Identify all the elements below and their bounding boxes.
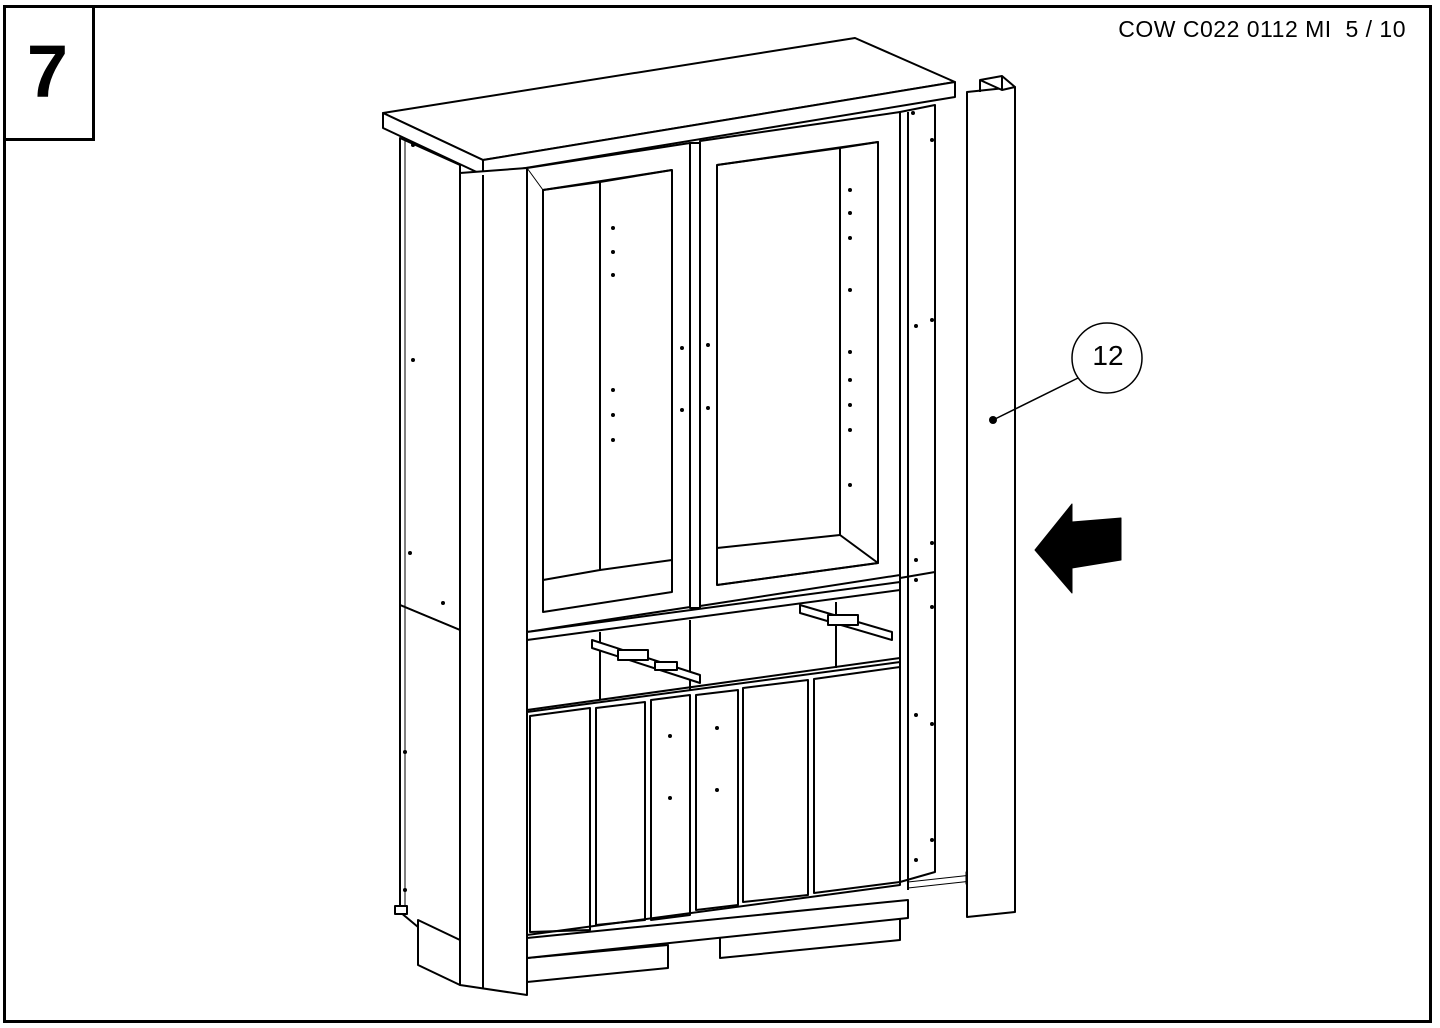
left-side-panel [394,137,461,963]
hole-markers [403,111,934,892]
center-mullion [689,142,701,609]
lower-doors [526,661,901,936]
step-number: 7 [26,29,69,113]
document-code: COW C022 0112 MI 5 / 10 [1118,16,1406,42]
part-12-side-panel [966,75,1016,918]
right-side-panel [899,104,936,890]
upper-left-door [526,142,691,633]
drawer-runner-right [799,604,893,641]
step-box: 7 [3,5,95,141]
drawer-runner-left [591,639,701,684]
cabinet-top-board [382,37,956,176]
callout-12-label: 12 [1092,340,1124,371]
upper-right-door [699,111,901,607]
left-front-stile [459,167,528,996]
plinth [417,899,909,986]
page-frame [3,5,1432,1023]
callout-12 [992,322,1143,421]
arrow-left-icon [1034,503,1122,594]
